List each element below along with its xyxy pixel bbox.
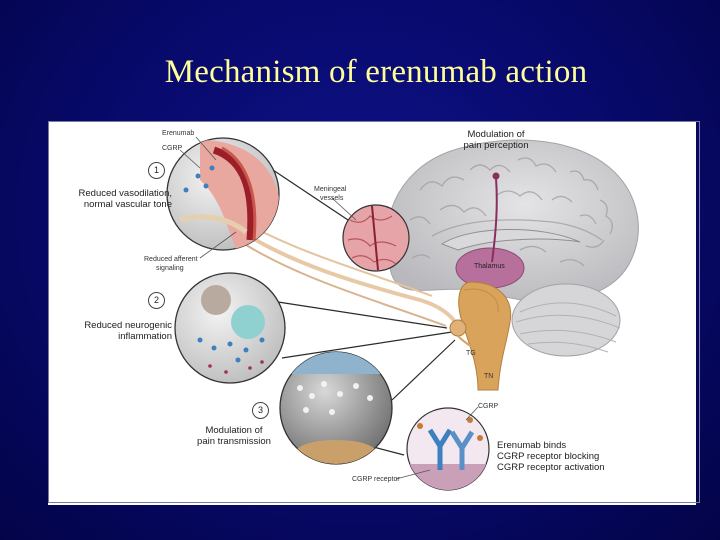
label-erenumab-binds-1: Erenumab binds — [497, 440, 567, 451]
label-reduced-neurogenic: Reduced neurogenic — [84, 320, 172, 331]
label-modulation-perception-2: pain perception — [463, 140, 529, 151]
label-reduced-afferent: Reduced afferent — [144, 256, 198, 263]
label-reduced-vasodilation: Reduced vasodilation, — [78, 188, 172, 199]
step-1-badge: 1 — [148, 162, 165, 179]
label-leaders — [179, 136, 479, 480]
label-meningeal-2: vessels — [320, 195, 344, 202]
label-cgrp-bottom: CGRP — [478, 403, 499, 410]
label-normal-vascular-tone: normal vascular tone — [83, 199, 172, 210]
label-cgrp-receptor: CGRP receptor — [352, 476, 400, 483]
label-signaling: signaling — [156, 265, 184, 272]
label-thalamus: Thalamus — [474, 263, 505, 270]
label-inflammation: inflammation — [118, 331, 172, 342]
label-meningeal-1: Meningeal — [314, 186, 347, 193]
step-3-badge: 3 — [252, 402, 269, 419]
label-erenumab: Erenumab — [162, 130, 195, 137]
label-modulation-transmission-2: pain transmission — [197, 436, 271, 447]
zoom-circle-transmission — [279, 351, 393, 465]
step-2-badge: 2 — [148, 292, 165, 309]
slide-title: Mechanism of erenumab action — [164, 54, 588, 90]
label-tn: TN — [484, 373, 494, 380]
label-erenumab-binds-3: CGRP receptor activation — [497, 462, 605, 473]
label-erenumab-binds-2: CGRP receptor blocking — [497, 451, 600, 462]
label-modulation-perception-1: Modulation of — [467, 129, 525, 140]
label-cgrp-top: CGRP — [162, 145, 183, 152]
zoom-circle-inflammation — [174, 272, 286, 384]
label-modulation-transmission-1: Modulation of — [205, 425, 263, 436]
brain-illustration — [231, 139, 639, 391]
zoom-circle-vasodilation — [166, 137, 280, 251]
label-tg: TG — [466, 350, 476, 357]
zoom-circle-meningeal — [342, 204, 410, 272]
zoom-circle-receptor — [406, 407, 490, 491]
